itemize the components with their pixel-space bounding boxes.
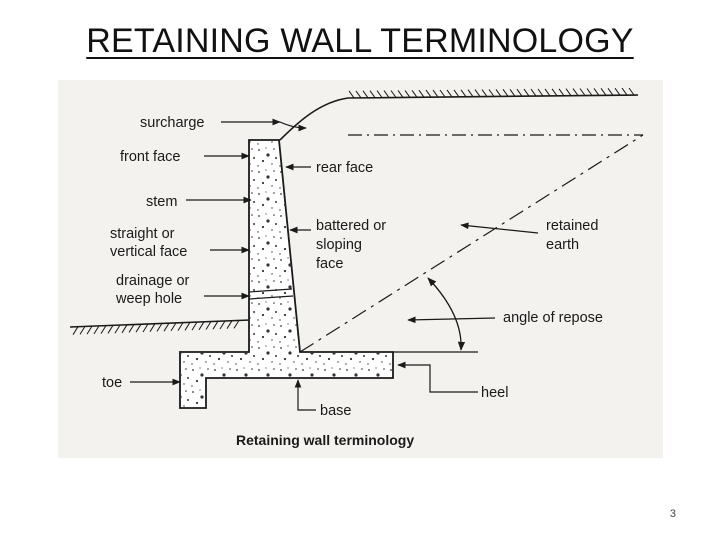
label-drainage-2: weep hole: [115, 291, 182, 307]
reference-lines: [299, 134, 644, 353]
diagram-caption: Retaining wall terminology: [236, 432, 414, 448]
angle-of-repose-arc: [427, 277, 466, 351]
leader-arrows: [130, 118, 539, 411]
slide-title: RETAINING WALL TERMINOLOGY: [86, 22, 634, 60]
label-retained-2: earth: [546, 237, 579, 253]
label-surcharge: surcharge: [140, 115, 204, 131]
label-base: base: [320, 403, 351, 419]
surcharge-ground: [279, 87, 639, 141]
label-straight-1: straight or: [110, 226, 175, 242]
retaining-wall-diagram: surcharge front face stem straight or ve…: [69, 87, 644, 448]
label-battered-3: face: [316, 256, 343, 272]
diagram-panel: surcharge front face stem straight or ve…: [58, 80, 663, 458]
label-toe: toe: [102, 375, 122, 391]
label-stem: stem: [146, 194, 177, 210]
label-straight-2: vertical face: [110, 244, 187, 260]
label-battered-1: battered or: [316, 218, 386, 234]
label-retained-1: retained: [546, 218, 598, 234]
label-heel: heel: [481, 385, 508, 401]
label-drainage-1: drainage or: [116, 273, 190, 289]
page-number: 3: [669, 508, 676, 520]
label-front-face: front face: [120, 149, 180, 165]
label-battered-2: sloping: [316, 237, 362, 253]
weep-hole: [248, 288, 294, 300]
label-angle-of-repose: angle of repose: [503, 310, 603, 326]
front-ground: [69, 319, 251, 335]
label-rear-face: rear face: [316, 160, 373, 176]
diagram-labels: surcharge front face stem straight or ve…: [102, 115, 603, 448]
